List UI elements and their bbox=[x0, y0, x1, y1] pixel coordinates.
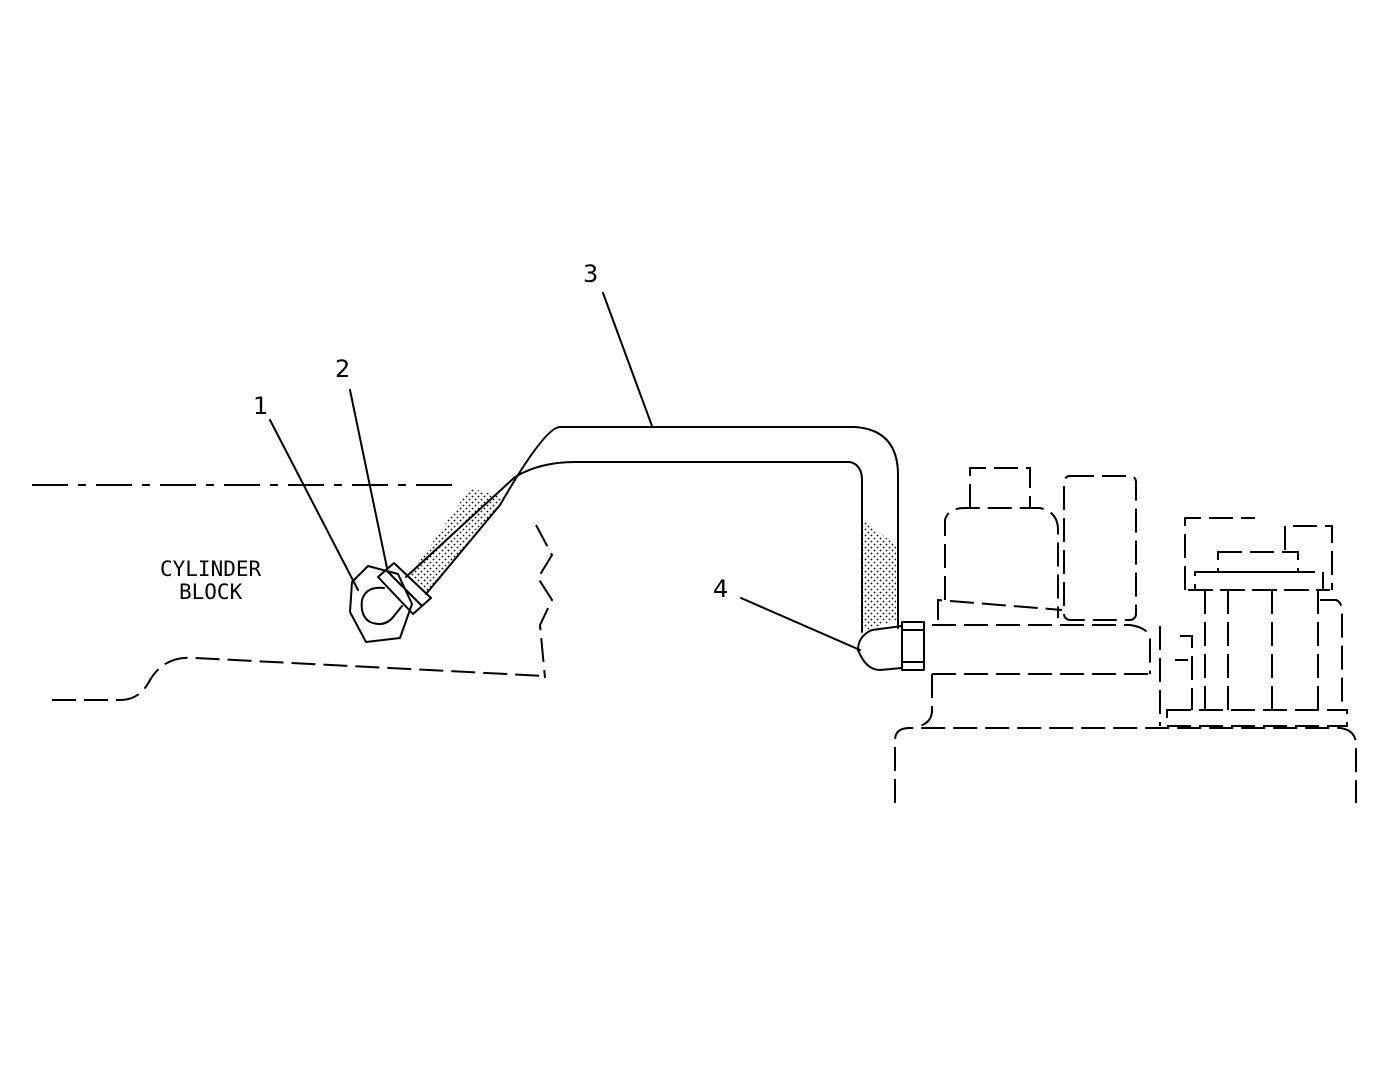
leader-2 bbox=[349, 389, 388, 569]
pump-outline bbox=[894, 467, 1357, 803]
elbow-fitting bbox=[349, 565, 413, 643]
cylinder-block-label-line1: CYLINDER bbox=[160, 557, 262, 581]
cylinder-block-label-line2: BLOCK bbox=[179, 580, 243, 604]
tube-assembly bbox=[405, 426, 899, 633]
leader-1 bbox=[269, 419, 359, 591]
connector-nut bbox=[377, 562, 432, 615]
leader-3 bbox=[602, 292, 653, 427]
callout-4: 4 bbox=[713, 575, 728, 603]
pump-fitting bbox=[857, 621, 925, 671]
leader-lines bbox=[269, 292, 861, 651]
leader-4 bbox=[740, 597, 861, 651]
callout-3: 3 bbox=[583, 260, 598, 288]
callout-1: 1 bbox=[253, 392, 268, 420]
cylinder-block-outline bbox=[32, 484, 554, 701]
callout-2: 2 bbox=[335, 355, 350, 383]
